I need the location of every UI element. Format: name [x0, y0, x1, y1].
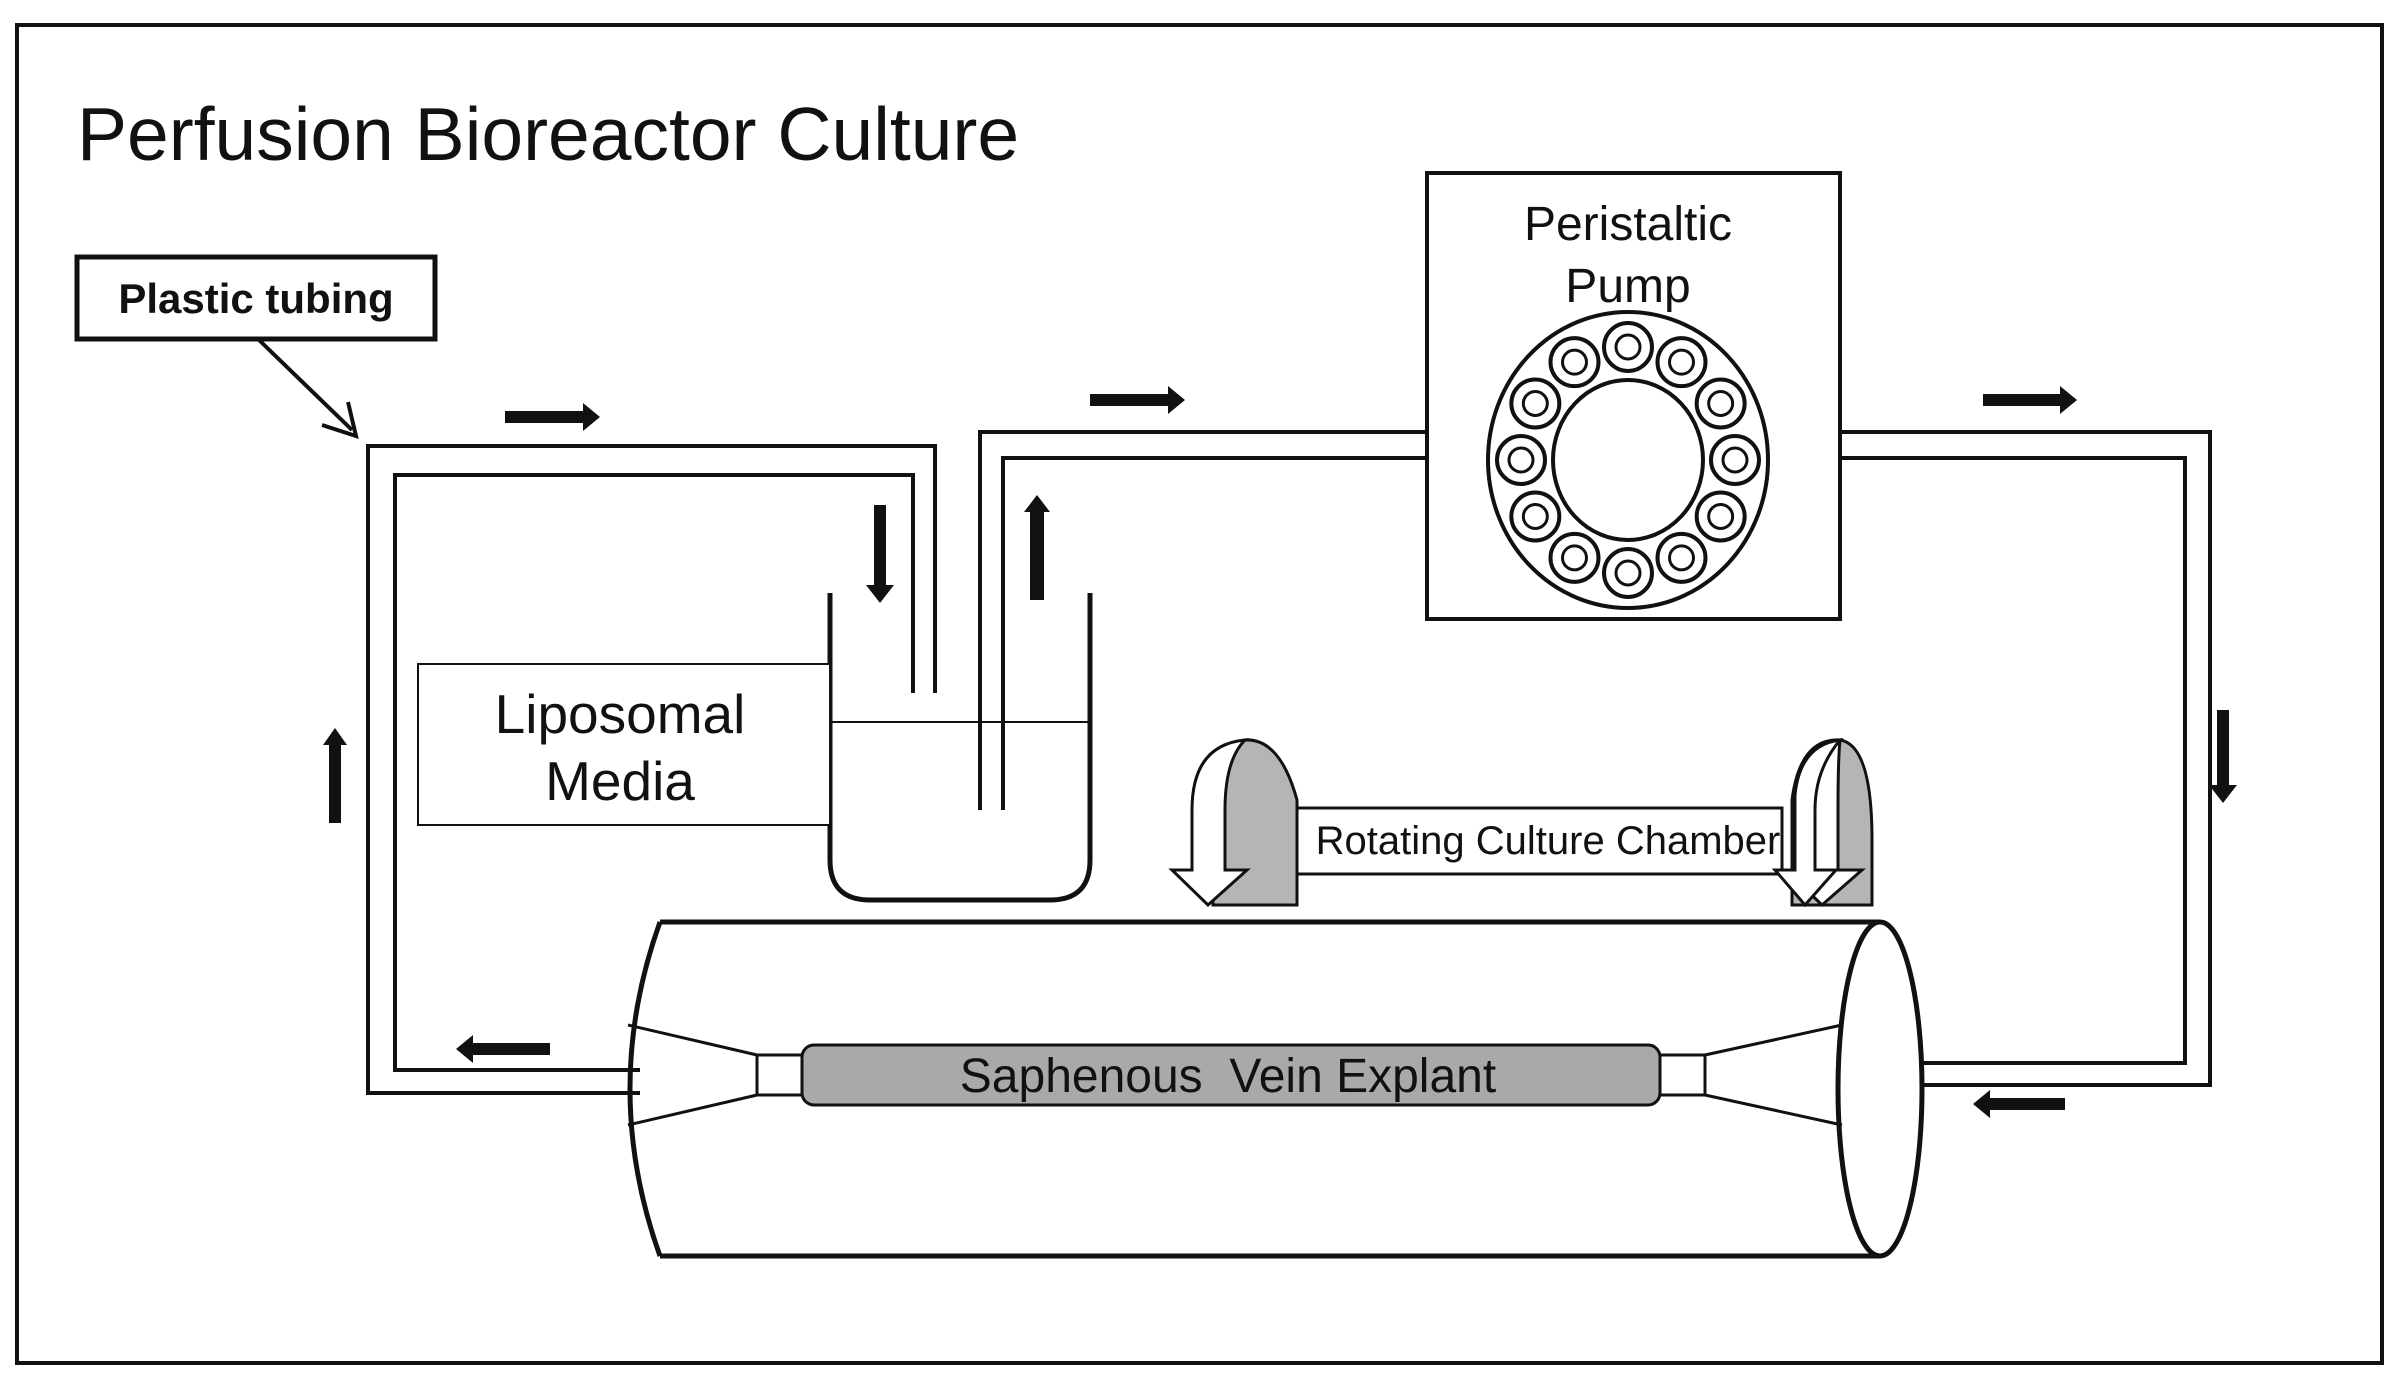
pump-rollers — [1495, 321, 1761, 599]
pump-roller-core — [1521, 390, 1549, 417]
supply-tubing — [978, 430, 1427, 810]
pump-roller-core — [1507, 446, 1535, 474]
flow-arrow-down-2 — [2209, 710, 2237, 803]
figure-title: Perfusion Bioreactor Culture — [77, 92, 1019, 176]
flow-arrow-left-2 — [1973, 1090, 2065, 1118]
pump-roller-core — [1521, 503, 1549, 530]
pump-roller-core — [1614, 333, 1642, 361]
flow-arrow-up-2 — [329, 745, 341, 823]
right-rotation-arrow — [1771, 738, 1874, 908]
pump-label-line2: Pump — [1565, 260, 1690, 313]
liposomal-media-label-line2: Media — [545, 750, 695, 812]
pump-roller-core — [1668, 348, 1695, 376]
right-vein-cannula — [1658, 1053, 1707, 1097]
plastic-tubing-label-box — [74, 254, 438, 342]
left-rotation-arrow — [1168, 738, 1299, 908]
media-reservoir: Liposomal Media — [417, 593, 1093, 903]
flow-arrow-right-1 — [505, 403, 600, 431]
chamber-left-cap — [627, 921, 663, 1257]
explant-label: Saphenous Vein Explant — [960, 1050, 1496, 1103]
plastic-tubing-pointer — [256, 337, 354, 432]
pump-roller-core — [1707, 503, 1735, 530]
flow-arrow-right-3 — [1983, 386, 2077, 414]
plastic-tubing-pointer-head — [321, 401, 359, 439]
pump-roller-core — [1561, 348, 1588, 376]
flow-arrow-down-1 — [866, 505, 894, 603]
flow-arrow-up-1-head — [1024, 495, 1050, 512]
chamber-cylinder-body — [660, 919, 1880, 1259]
rotating-culture-chamber: Saphenous Vein Explant Rotating Culture … — [627, 738, 1925, 1259]
pump-rotor-inner — [1551, 378, 1705, 542]
rotating-chamber-label: Rotating Culture Chamber — [1316, 819, 1781, 863]
figure-frame — [15, 23, 2384, 1365]
flow-arrow-up-2-head — [323, 728, 347, 745]
pump-roller-core — [1707, 390, 1735, 417]
return-tubing — [366, 444, 937, 1095]
liposomal-media-label-box — [417, 663, 831, 826]
flow-arrow-up-1 — [1030, 512, 1044, 600]
peristaltic-pump: Peristaltic Pump — [1425, 171, 1842, 621]
chamber-right-cap — [1835, 919, 1925, 1259]
reservoir-beaker — [827, 593, 1093, 903]
flow-arrow-left-1 — [456, 1035, 550, 1063]
flow-arrows — [323, 386, 2237, 1118]
left-vein-cannula — [755, 1053, 804, 1097]
pump-outflow-tubing — [1840, 430, 2212, 1087]
plastic-tubing-callout: Plastic tubing — [74, 254, 438, 439]
rotating-chamber-label-box — [1278, 806, 1784, 876]
plastic-tubing-label: Plastic tubing — [118, 275, 393, 322]
pump-roller-core — [1721, 446, 1749, 474]
pump-roller-core — [1668, 544, 1695, 572]
pump-label-line1: Peristaltic — [1524, 198, 1732, 251]
pump-roller-core — [1614, 559, 1642, 587]
pump-roller-core — [1561, 544, 1588, 572]
saphenous-vein-explant — [800, 1043, 1662, 1107]
liposomal-media-label-line1: Liposomal — [495, 683, 746, 745]
flow-arrow-right-2 — [1090, 386, 1185, 414]
